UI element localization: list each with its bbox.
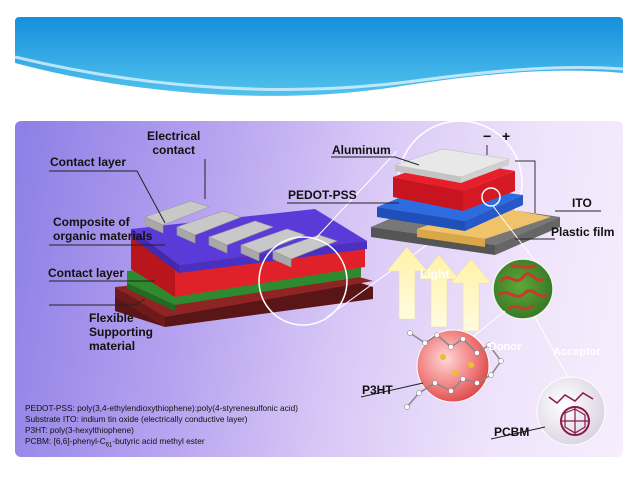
p3ht-molecule bbox=[360, 329, 504, 410]
bottom-contact-front bbox=[127, 283, 175, 311]
label-electrical-contact: Electrical contact bbox=[147, 129, 200, 157]
electrode-bar-1-front bbox=[144, 216, 164, 234]
electrode-wire-plus bbox=[515, 160, 536, 213]
light-arrow-1 bbox=[386, 246, 428, 320]
label-pcbm: PCBM bbox=[494, 425, 530, 439]
label-electrical-contact-line2: contact bbox=[152, 143, 196, 157]
organic-solar-cell-diagram bbox=[49, 121, 606, 446]
electrode-bar-5-front bbox=[272, 250, 292, 268]
pcbm-label-line bbox=[490, 426, 546, 440]
pcbm-molecule bbox=[490, 376, 606, 446]
leader-aluminum bbox=[331, 156, 420, 166]
zoomed-cell bbox=[371, 121, 560, 262]
line-to-acceptor bbox=[534, 316, 571, 382]
label-flexible-line3: material bbox=[89, 339, 136, 353]
blend-pattern bbox=[498, 263, 548, 311]
organic-composite-front bbox=[131, 231, 175, 297]
legend-pcbm-subscript: 61 bbox=[105, 442, 113, 449]
electrode-bars bbox=[144, 200, 338, 268]
plastic-film-front bbox=[371, 227, 495, 255]
plastic-film-side bbox=[495, 217, 560, 255]
zoom-line-upper bbox=[314, 150, 398, 240]
donor-acceptor-blend bbox=[454, 258, 571, 382]
p3ht-sulfur-atoms bbox=[440, 354, 474, 376]
label-aluminum: Aluminum bbox=[332, 143, 391, 157]
legend-line-pcbm: PCBM: [6,6]-phenyl-C61-butyric acid meth… bbox=[25, 436, 298, 452]
label-plastic-film: Plastic film bbox=[551, 225, 615, 239]
label-ito: ITO bbox=[572, 196, 592, 210]
banner-wave bbox=[15, 63, 623, 109]
legend-line-ito: Substrate ITO: indium tin oxide (electri… bbox=[25, 414, 248, 424]
label-flexible-line1: Flexible bbox=[89, 311, 134, 325]
legend-line-pedot: PEDOT-PSS: poly(3,4-ethylendioxythiophen… bbox=[25, 403, 299, 413]
label-minus: − bbox=[483, 128, 492, 144]
p3ht-label-line bbox=[360, 382, 424, 398]
zoom-line-lower bbox=[326, 238, 436, 318]
pedot-pss-front bbox=[377, 207, 465, 231]
label-electrical-contact-line1: Electrical bbox=[147, 129, 201, 143]
solar-cell-diagram-panel: Electrical contact Contact layer Composi… bbox=[15, 121, 623, 457]
label-donor: Donor bbox=[489, 341, 522, 353]
label-composite: Composite of organic materials bbox=[53, 215, 152, 243]
blend-circle bbox=[492, 258, 554, 320]
top-contact-front bbox=[131, 229, 179, 273]
label-composite-line1: Composite of bbox=[53, 215, 130, 229]
abbreviation-legend: PEDOT-PSS: poly(3,4-ethylendioxythiophen… bbox=[25, 403, 298, 452]
aluminum-side bbox=[461, 159, 509, 183]
pcbm-side-chain bbox=[548, 392, 594, 404]
ito-front bbox=[417, 229, 485, 247]
aluminum-front bbox=[395, 165, 461, 183]
pedot-pss-side bbox=[465, 195, 523, 231]
label-plus: + bbox=[502, 128, 511, 144]
electrode-bar-4-front bbox=[240, 244, 260, 262]
leader-flexible bbox=[49, 298, 146, 306]
label-flexible: Flexible Supporting material bbox=[89, 311, 153, 353]
flexible-substrate-front bbox=[115, 287, 165, 327]
detail-zoom-circle-small bbox=[481, 187, 501, 207]
label-contact-layer-bottom: Contact layer bbox=[48, 266, 125, 280]
legend-pcbm-text-b: -butyric acid methyl ester bbox=[112, 436, 205, 446]
label-composite-line2: organic materials bbox=[53, 229, 153, 243]
leader-contact-top bbox=[49, 170, 166, 224]
label-pedot-pss: PEDOT-PSS bbox=[288, 188, 357, 202]
active-layer-side bbox=[463, 171, 515, 211]
pcbm-cage bbox=[561, 407, 589, 435]
left-zoom-circle bbox=[258, 236, 348, 326]
active-layer-front bbox=[393, 177, 463, 211]
p3ht-atoms bbox=[404, 330, 504, 410]
legend-line-p3ht: P3HT: poly(3-hexylthiophene) bbox=[25, 425, 134, 435]
label-flexible-line2: Supporting bbox=[89, 325, 153, 339]
zoom-line-to-blend bbox=[492, 205, 536, 262]
light-arrow-2 bbox=[418, 254, 460, 328]
left-leader-lines bbox=[49, 156, 601, 306]
legend-pcbm-text-a: PCBM: [6,6]-phenyl-C bbox=[25, 436, 106, 446]
label-acceptor: Acceptor bbox=[553, 346, 601, 358]
banner-wave-highlight bbox=[15, 55, 623, 91]
label-contact-layer-top: Contact layer bbox=[50, 155, 127, 169]
label-light: Light bbox=[420, 267, 450, 281]
electrode-bar-3-front bbox=[208, 236, 228, 254]
label-p3ht: P3HT bbox=[362, 383, 393, 397]
light-arrow-3 bbox=[450, 258, 492, 332]
left-device-stack bbox=[115, 200, 373, 327]
header-banner bbox=[15, 17, 623, 109]
light-arrows bbox=[386, 246, 492, 332]
electrode-bar-2-front bbox=[176, 226, 196, 244]
